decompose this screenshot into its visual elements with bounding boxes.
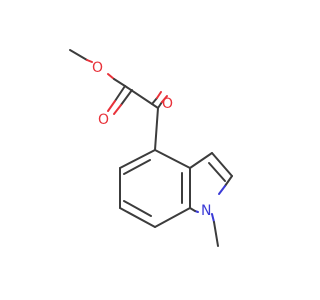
bond-pyrrole-2 (211, 152, 233, 177)
bond-pyrrole-3 (224, 175, 233, 187)
bond-c-c (124, 85, 159, 109)
bond-pyrrole-4 (189, 207, 196, 212)
bond-keto-co2-red (156, 91, 162, 99)
bond-keto-co-red (161, 95, 168, 103)
bond-pyrrole-2b (208, 162, 226, 182)
keto-oxygen-label: O (162, 96, 173, 112)
bond-methyl-o-red (86, 59, 93, 63)
bond-ester-co2 (120, 89, 133, 106)
ester-oxygen-label: O (92, 60, 103, 76)
bond-ester-co2-red (113, 104, 122, 115)
bond-pyrrole-1 (189, 152, 213, 169)
bond-ring-1b (123, 159, 151, 175)
molecule-diagram: O O O N (69, 49, 233, 247)
bond-ester-co-red (107, 100, 116, 112)
bond-n-methyl-n (211, 213, 215, 223)
indole-nitrogen-label: N (201, 203, 211, 219)
bond-ring-1 (119, 149, 156, 169)
bond-n-methyl (213, 221, 219, 247)
bond-o-c (113, 78, 126, 87)
bond-ester-co (114, 85, 126, 102)
bond-pyrrole-3-n (218, 185, 226, 195)
bond-keto-co2 (151, 97, 158, 105)
bond-ring-6 (154, 149, 191, 169)
ester-carbonyl-oxygen-label: O (98, 112, 109, 128)
bond-o-c-red (107, 73, 115, 80)
bond-ring-3b (123, 200, 152, 217)
bond-ring-4 (154, 207, 191, 228)
bond-methyl-o (69, 49, 88, 61)
bond-keto-ring (154, 107, 159, 151)
structure-svg: O O O N (69, 49, 233, 247)
bond-keto-co (157, 101, 163, 109)
bond-ring-3 (119, 207, 156, 228)
